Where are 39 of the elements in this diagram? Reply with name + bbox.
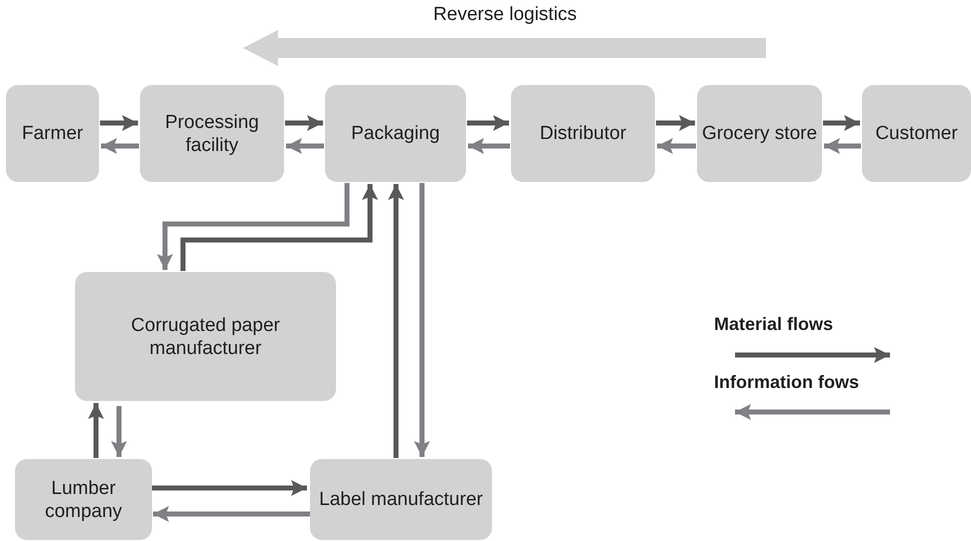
arrow xyxy=(656,115,695,131)
node-label: Customer xyxy=(875,122,958,145)
process-box xyxy=(697,85,822,182)
arrow xyxy=(88,403,104,458)
node-label: Farmer xyxy=(22,122,84,145)
legend-label: Information fows xyxy=(714,372,859,393)
flow-label: Reverse logistics xyxy=(433,4,577,26)
arrow xyxy=(153,506,310,522)
arrow xyxy=(286,138,324,154)
arrow xyxy=(823,115,860,131)
process-box xyxy=(511,85,655,182)
arrow xyxy=(824,138,861,154)
arrow xyxy=(101,138,139,154)
node-label: Packaging xyxy=(351,122,440,145)
process-box xyxy=(6,85,99,182)
arrow xyxy=(285,115,323,131)
arrow xyxy=(467,115,509,131)
process-box xyxy=(862,85,971,182)
arrow xyxy=(468,138,510,154)
node-label: Label manufacturer xyxy=(319,488,483,511)
process-box xyxy=(75,272,336,401)
process-box xyxy=(15,459,152,540)
process-box xyxy=(140,85,284,182)
arrow xyxy=(657,138,696,154)
node-label: Processing facility xyxy=(164,110,260,156)
legend-label: Material flows xyxy=(714,314,834,335)
node-label: Corrugated paper manufacturer xyxy=(130,314,281,360)
node-label: Lumber company xyxy=(44,476,124,522)
arrow xyxy=(100,115,138,131)
node-label: Distributor xyxy=(540,122,626,145)
process-box xyxy=(310,459,492,540)
arrow xyxy=(111,406,127,457)
arrow xyxy=(180,184,378,271)
arrow xyxy=(388,184,404,458)
arrow xyxy=(414,183,430,457)
process-box xyxy=(325,85,466,182)
arrow xyxy=(152,480,307,496)
arrow xyxy=(157,183,350,270)
node-label: Grocery store xyxy=(702,122,818,145)
